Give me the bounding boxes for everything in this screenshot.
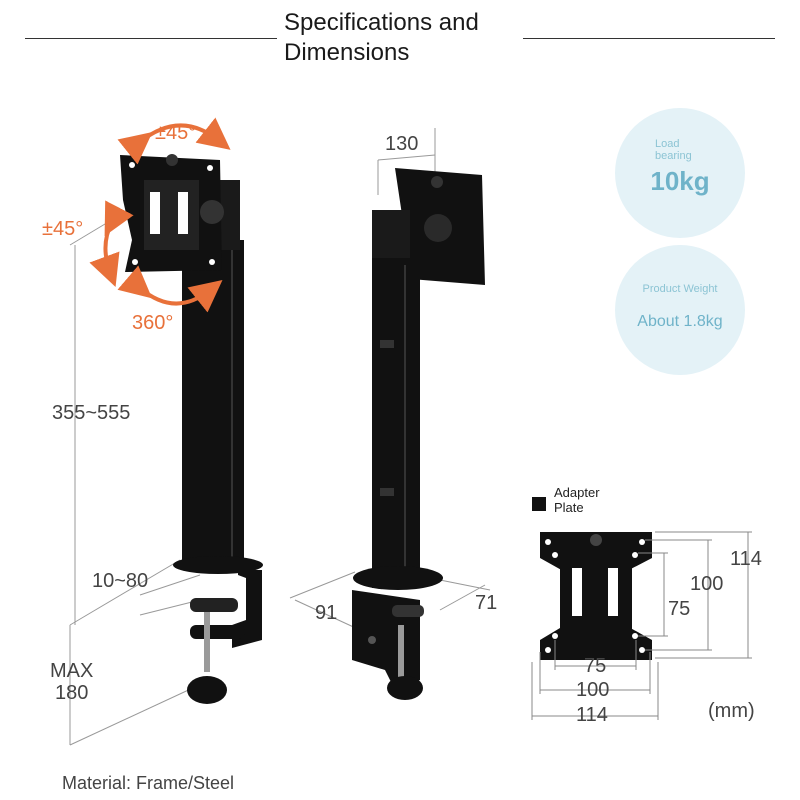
tilt-side-label: ±45° (42, 218, 84, 240)
base-depth-label: 91 (315, 602, 338, 624)
adapter-legend-line-1: Adapter (554, 485, 600, 500)
max-label: MAX (50, 660, 94, 682)
product-weight-badge: Product Weight About 1.8kg (615, 245, 745, 375)
top-offset-label: 130 (385, 133, 419, 155)
load-label-line-2: bearing (655, 150, 692, 162)
middle-mount-illustration (289, 128, 491, 700)
load-bearing-badge: Load bearing 10kg (615, 108, 745, 238)
plate-height-outer: 114 (730, 548, 762, 570)
header-rule-right (523, 38, 775, 39)
material-label: Material: Frame/Steel (62, 773, 235, 793)
weight-value: About 1.8kg (637, 313, 723, 330)
clamp-thickness-label: 10~80 (92, 570, 149, 592)
left-mount-illustration (69, 117, 263, 746)
tilt-top-label: ±45° (155, 122, 197, 144)
unit-label: (mm) (708, 700, 755, 722)
plate-height-mid: 100 (690, 573, 724, 595)
plate-width-inner: 75 (584, 655, 607, 677)
load-label-line-1: Load (655, 138, 680, 150)
title-line-1: Specifications and (284, 9, 479, 36)
weight-label: Product Weight (642, 283, 718, 295)
plate-width-mid: 100 (576, 679, 610, 701)
max-value: 180 (55, 682, 89, 704)
height-range-label: 355~555 (52, 402, 131, 424)
header-rule-left (25, 38, 277, 39)
adapter-plate-illustration (531, 497, 752, 720)
adapter-plate-legend: Adapter Plate (554, 485, 600, 515)
page-title: Specifications and Dimensions (284, 8, 514, 68)
title-line-2: Dimensions (284, 39, 410, 66)
rotation-label: 360° (132, 312, 174, 334)
plate-width-outer: 114 (576, 704, 608, 726)
load-value: 10kg (650, 166, 710, 196)
plate-height-inner: 75 (668, 598, 691, 620)
adapter-legend-line-2: Plate (554, 500, 584, 515)
base-width-label: 71 (475, 592, 498, 614)
